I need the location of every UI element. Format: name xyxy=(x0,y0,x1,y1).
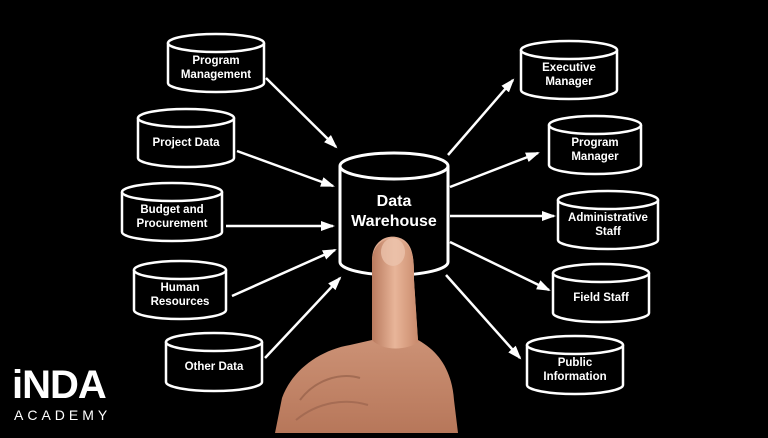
target-cylinder-program-manager-label-line1: Program xyxy=(571,137,618,149)
source-cylinder-human-resources-label-line2: Resources xyxy=(151,296,210,308)
source-cylinder-project-data[interactable]: Project Data xyxy=(136,107,236,169)
source-cylinder-project-data-label-line1: Project Data xyxy=(152,137,220,149)
logo-main-text: iNDA xyxy=(12,363,106,407)
arrow-source-2 xyxy=(236,149,335,188)
source-cylinder-human-resources-label-line1: Human xyxy=(161,282,200,294)
source-cylinder-program-management-label-line2: Management xyxy=(181,69,251,81)
target-cylinder-executive-manager-label-line2: Manager xyxy=(545,76,593,88)
target-cylinder-executive-manager-label-line1: Executive xyxy=(542,62,596,74)
source-cylinder-budget-and-procurement-label-line2: Procurement xyxy=(137,218,208,230)
source-cylinder-budget-and-procurement-label-line1: Budget and xyxy=(140,204,203,216)
arrow-source-4 xyxy=(231,248,337,298)
warehouse-label-line1: Data xyxy=(377,193,412,210)
inda-academy-logo: iNDA ACADEMY xyxy=(12,363,111,423)
target-cylinder-field-staff[interactable]: Field Staff xyxy=(551,262,651,324)
target-cylinders: ExecutiveManagerProgramManagerAdministra… xyxy=(519,39,660,396)
target-cylinder-public-information-label-line2: Information xyxy=(543,371,606,383)
arrow-target-2 xyxy=(449,151,540,189)
arrow-target-1 xyxy=(447,78,515,156)
arrow-target-5 xyxy=(445,274,522,360)
warehouse-label-line2: Warehouse xyxy=(351,213,437,230)
source-cylinder-other-data[interactable]: Other Data xyxy=(164,331,264,393)
source-cylinder-other-data-label-line1: Other Data xyxy=(185,361,244,373)
target-cylinder-public-information-label-line1: Public xyxy=(558,357,593,369)
data-warehouse-cylinder[interactable]: Data Warehouse xyxy=(338,151,450,277)
arrow-source-5 xyxy=(264,276,342,359)
target-cylinder-administrative-staff-label-line2: Staff xyxy=(595,226,621,238)
pointing-hand-image xyxy=(275,236,458,433)
source-cylinder-program-management-label-line1: Program xyxy=(192,55,239,67)
logo-sub-text: ACADEMY xyxy=(14,407,111,423)
target-cylinder-program-manager-label-line2: Manager xyxy=(571,151,619,163)
arrow-source-1 xyxy=(265,77,338,149)
arrow-target-4 xyxy=(449,240,551,292)
target-cylinder-field-staff-label-line1: Field Staff xyxy=(573,292,629,304)
arrows-layer xyxy=(226,77,556,360)
target-cylinder-administrative-staff-label-line1: Administrative xyxy=(568,212,648,224)
